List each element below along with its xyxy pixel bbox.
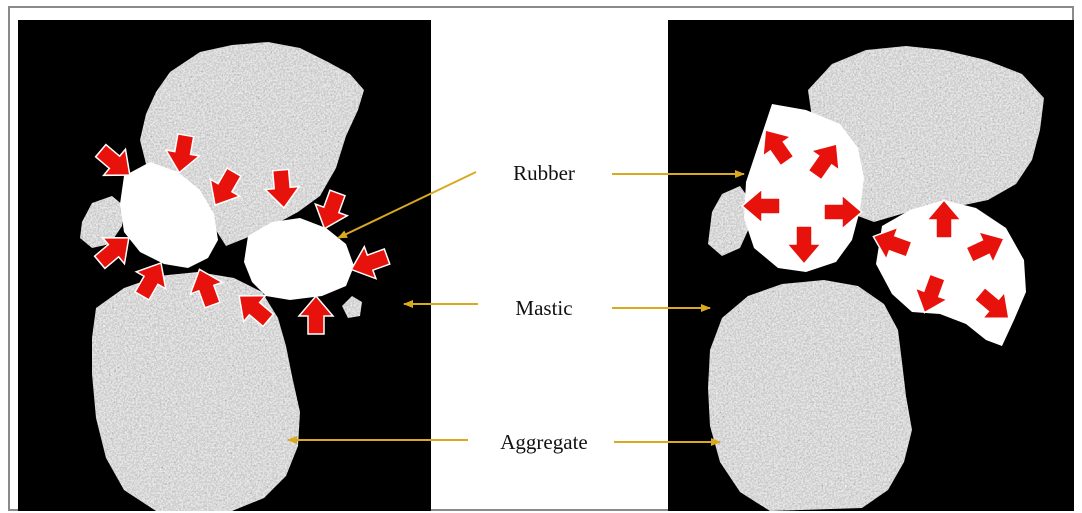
rubber-label: Rubber xyxy=(513,161,575,185)
right-panel xyxy=(668,20,1074,511)
aggregate-label: Aggregate xyxy=(500,430,587,454)
mastic-label: Mastic xyxy=(515,296,572,320)
aggregate-bottom-right xyxy=(708,280,912,511)
aggregate-bottom-left xyxy=(92,272,300,511)
left-panel xyxy=(18,20,431,511)
